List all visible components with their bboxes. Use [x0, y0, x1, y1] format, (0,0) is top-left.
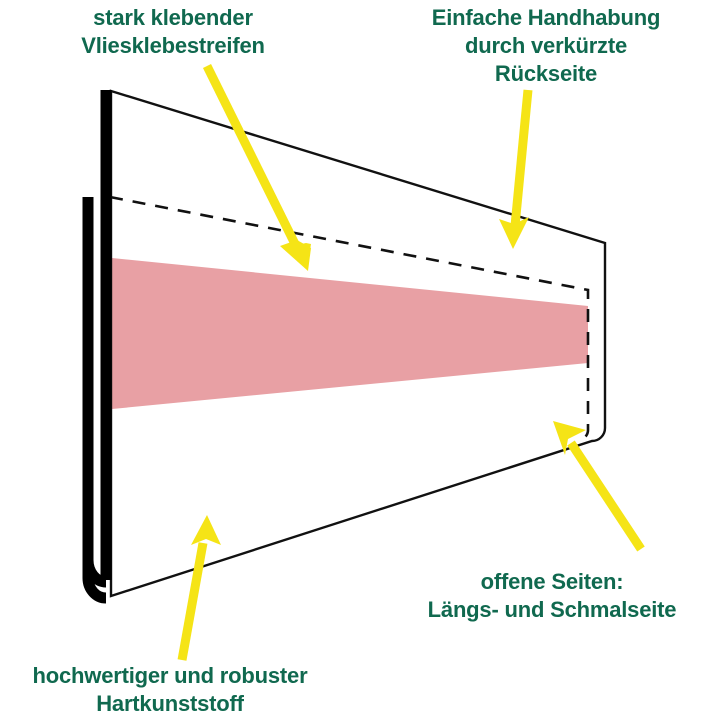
front-panel-outline — [109, 89, 607, 598]
callout-hard-plastic: hochwertiger und robuster Hartkunststoff — [32, 663, 308, 717]
arrow-to-shortened-back — [499, 89, 533, 249]
spine-gap-mask — [94, 197, 101, 552]
callout-easy-handling: Einfache Handhabung durch verkürzte Rück… — [431, 5, 661, 87]
arrow-to-adhesive-strip — [202, 64, 311, 271]
arrow-to-hard-plastic — [177, 515, 221, 661]
arrow-to-open-sides — [553, 421, 645, 552]
back-edge-spine-fold — [82, 197, 107, 604]
adhesive-strip-band — [112, 258, 588, 409]
spine-bottom-fold — [82, 559, 107, 588]
back-panel-dashed-outline — [109, 195, 590, 442]
callout-adhesive-strip: stark klebender Vliesklebestreifen — [81, 5, 265, 59]
callout-open-sides: offene Seiten: Längs- und Schmalseite — [427, 569, 677, 623]
